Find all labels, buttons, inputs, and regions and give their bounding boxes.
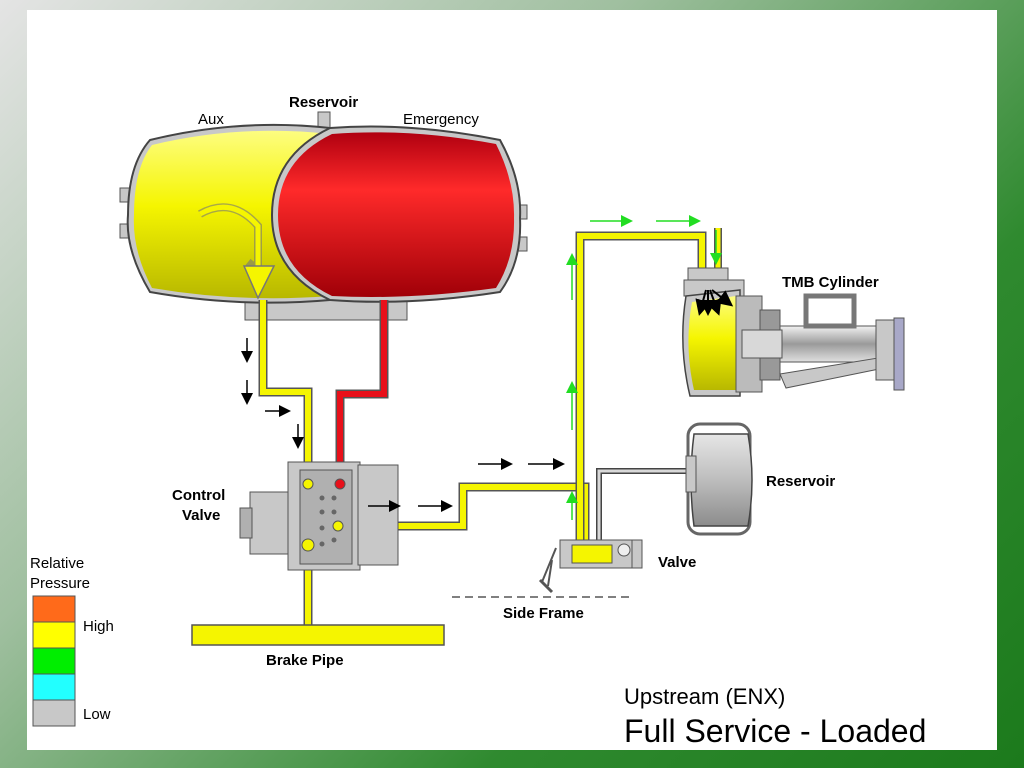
slide-subtitle: Upstream (ENX) [624, 684, 785, 709]
emergency-pipe [337, 300, 387, 478]
legend-title-2: Pressure [30, 575, 90, 592]
reservoir-top-label: Reservoir [289, 94, 358, 111]
legend-swatches [32, 595, 76, 727]
legend-swatch [32, 595, 76, 623]
brake-pipe-label: Brake Pipe [266, 652, 344, 669]
valve-to-reservoir-pipe [597, 469, 692, 540]
brake-pipe [191, 624, 445, 646]
pressure-legend: Relative Pressure High Low [30, 555, 114, 727]
emergency-reservoir [278, 132, 515, 297]
green-flow-arrows [566, 215, 722, 520]
control-valve-label-2: Valve [182, 507, 220, 524]
black-flow-arrows [241, 338, 565, 512]
right-reservoir [685, 422, 753, 536]
aux-pipe [260, 300, 311, 478]
aux-label: Aux [198, 111, 224, 128]
flow-curve-arrow-icon [242, 265, 276, 300]
legend-swatch [32, 621, 76, 649]
legend-low-label: Low [83, 706, 111, 723]
legend-high-label: High [83, 618, 114, 635]
tmb-cylinder-label: TMB Cylinder [782, 274, 879, 291]
valve-to-cylinder-pipe [577, 233, 705, 540]
tmb-cylinder [682, 267, 905, 397]
control-valve [239, 461, 399, 571]
load-valve [538, 539, 643, 594]
main-reservoir [119, 111, 528, 321]
slide-title: Full Service - Loaded [624, 713, 926, 749]
legend-swatch [32, 673, 76, 701]
pipes [258, 228, 722, 628]
legend-swatch [32, 699, 76, 727]
valve-label: Valve [658, 554, 696, 571]
cylinder-chamber [688, 296, 736, 390]
emergency-label: Emergency [403, 111, 479, 128]
reservoir-right-label: Reservoir [766, 473, 835, 490]
side-frame-label: Side Frame [503, 605, 584, 622]
control-to-valve-pipe [338, 484, 588, 540]
legend-title-1: Relative [30, 555, 84, 572]
control-valve-label-1: Control [172, 487, 225, 504]
legend-swatch [32, 647, 76, 675]
